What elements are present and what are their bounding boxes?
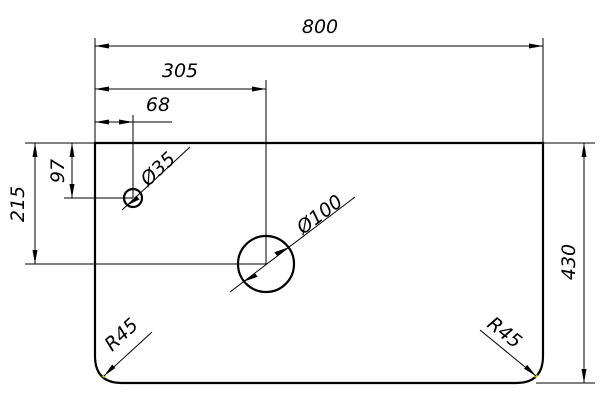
dim-800-label: 800: [302, 16, 338, 38]
dim-305-label: 305: [162, 60, 198, 82]
dim-97-label: 97: [47, 159, 69, 183]
panel-outline: [93, 141, 545, 385]
dim-215-label: 215: [7, 186, 29, 222]
dim-305: 305: [95, 60, 267, 264]
dim-68: 68: [95, 94, 172, 198]
dim-dia-100-label: Ø100: [292, 191, 347, 240]
dim-430-label: 430: [558, 244, 580, 280]
dim-r45-left: R45: [100, 314, 153, 377]
dim-r45-right-label: R45: [483, 313, 526, 353]
dim-dia-35: Ø35: [121, 146, 191, 211]
dim-97: 97: [47, 142, 133, 199]
dim-215: 215: [7, 142, 266, 265]
dim-800: 800: [94, 16, 544, 143]
dim-r45-right: R45: [479, 313, 537, 377]
dim-430: 430: [536, 142, 595, 384]
dim-r45-left-label: R45: [100, 314, 142, 356]
dim-68-label: 68: [146, 94, 170, 116]
dim-dia-35-label: Ø35: [136, 148, 180, 191]
